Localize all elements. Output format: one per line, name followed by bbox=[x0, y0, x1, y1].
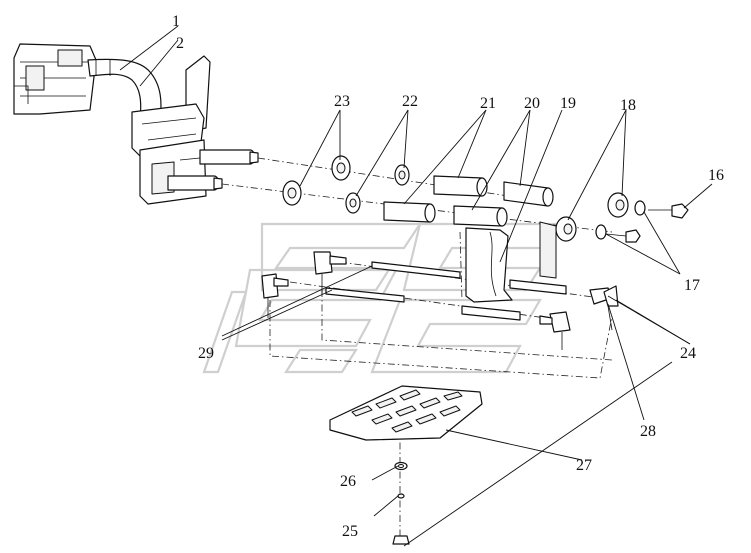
bracket-plate-19 bbox=[465, 221, 557, 303]
callout-23: 23 bbox=[334, 93, 350, 110]
callout-25: 25 bbox=[342, 523, 358, 540]
rubber-mount-18 bbox=[555, 192, 629, 242]
callout-27: 27 bbox=[576, 457, 592, 474]
washer-22 bbox=[345, 164, 410, 214]
washer-26 bbox=[394, 461, 408, 471]
sleeve-20 bbox=[453, 181, 554, 227]
link-28 bbox=[589, 285, 619, 331]
nut-25 bbox=[392, 493, 410, 545]
callout-20: 20 bbox=[524, 95, 540, 112]
callout-26: 26 bbox=[340, 473, 356, 490]
callout-1: 1 bbox=[172, 13, 180, 30]
rod-29 bbox=[325, 261, 567, 321]
callout-21: 21 bbox=[480, 95, 496, 112]
callout-18: 18 bbox=[620, 97, 636, 114]
callout-29: 29 bbox=[198, 345, 214, 362]
washer-17 bbox=[595, 200, 646, 240]
callout-numbers: 1 2 23 22 21 20 19 18 16 17 24 28 27 26 … bbox=[172, 13, 724, 540]
step-plate-27 bbox=[329, 385, 483, 441]
bushing-23 bbox=[282, 155, 351, 206]
callout-28: 28 bbox=[640, 423, 656, 440]
callout-17: 17 bbox=[684, 277, 700, 294]
callout-19: 19 bbox=[560, 95, 576, 112]
callout-16: 16 bbox=[708, 167, 724, 184]
callout-22: 22 bbox=[402, 93, 418, 110]
sleeve-21 bbox=[383, 175, 488, 223]
leader-lines bbox=[119, 25, 713, 547]
callout-24: 24 bbox=[680, 345, 696, 362]
callout-2: 2 bbox=[176, 35, 184, 52]
bracket-assembly bbox=[13, 43, 259, 205]
